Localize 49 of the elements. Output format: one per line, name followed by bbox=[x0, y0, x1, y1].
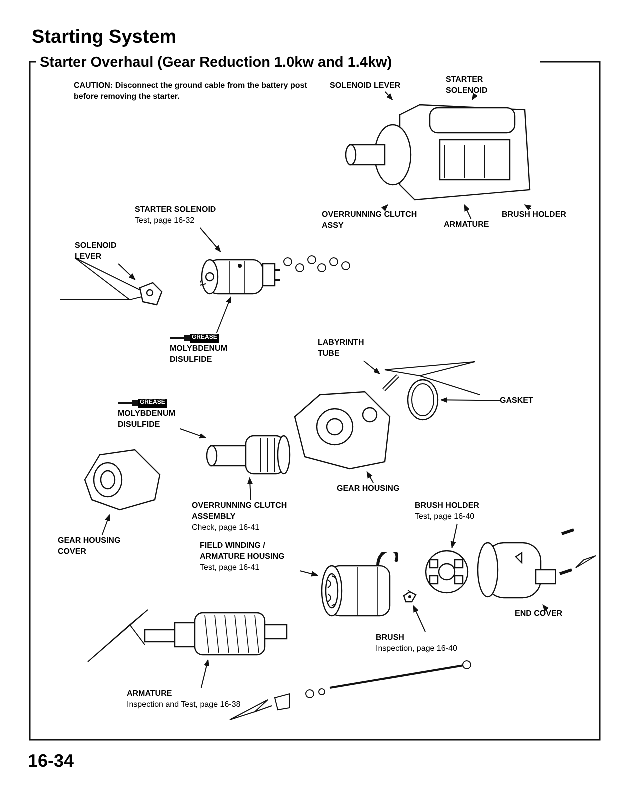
page-reference: Test, page 16-40 bbox=[415, 511, 476, 522]
page-number: 16-34 bbox=[28, 750, 76, 773]
part-name: MOLYBDENUM DISULFIDE bbox=[170, 343, 228, 365]
leader-line bbox=[381, 204, 388, 212]
page-reference: Test, page 16-41 bbox=[200, 562, 261, 573]
page-reference: Inspection, page 16-40 bbox=[376, 643, 458, 654]
leader-line bbox=[472, 93, 478, 101]
leader-line bbox=[200, 659, 210, 688]
page-reference: Inspection and Test, page 16-38 bbox=[127, 699, 242, 710]
page-reference: Check, page 16-41 bbox=[192, 522, 261, 533]
part-name: LABYRINTH TUBE bbox=[318, 337, 366, 359]
leader-line bbox=[247, 477, 253, 500]
part-name: GEAR HOUSING COVER bbox=[58, 535, 122, 557]
labyrinth-tube-drawing bbox=[380, 372, 402, 394]
part-name: SOLENOID LEVER bbox=[75, 240, 118, 262]
part-name: MOLYBDENUM DISULFIDE bbox=[118, 408, 176, 430]
leader-line bbox=[413, 605, 426, 632]
leader-line bbox=[450, 524, 458, 549]
gasket-drawing bbox=[405, 378, 441, 422]
leader-line bbox=[464, 204, 472, 220]
part-name: GEAR HOUSING bbox=[337, 483, 401, 494]
leader-line bbox=[180, 428, 207, 439]
part-name: GASKET bbox=[500, 395, 534, 406]
part-name: FIELD WINDING / ARMATURE HOUSING bbox=[200, 540, 286, 562]
part-name: ARMATURE bbox=[127, 688, 174, 699]
leader-line bbox=[118, 264, 136, 280]
part-name: END COVER bbox=[515, 608, 564, 619]
leader-line bbox=[440, 397, 500, 404]
part-name: OVERRUNNING CLUTCH ASSEMBLY bbox=[192, 500, 288, 522]
leader-line bbox=[216, 296, 232, 334]
leader-line bbox=[300, 570, 319, 577]
part-name: BRUSH HOLDER bbox=[415, 500, 480, 511]
leader-line bbox=[366, 471, 374, 484]
part-name: OVERRUNNING CLUTCH ASSY bbox=[322, 209, 418, 231]
page-title: Starting System bbox=[32, 28, 177, 47]
leader-line bbox=[363, 360, 381, 375]
part-name: BRUSH bbox=[376, 632, 406, 643]
leader-line bbox=[200, 228, 222, 253]
leader-line bbox=[524, 204, 532, 211]
part-name: STARTER SOLENOID bbox=[135, 204, 218, 215]
part-name: BRUSH HOLDER bbox=[502, 209, 568, 220]
part-name: ARMATURE bbox=[444, 219, 490, 230]
leader-line bbox=[542, 604, 550, 612]
caution-note: CAUTION: Disconnect the ground cable from the battery post before removing the starter. bbox=[74, 80, 308, 102]
part-name: STARTER SOLENOID bbox=[446, 74, 489, 96]
page-reference: Test, page 16-32 bbox=[135, 215, 196, 226]
leader-line bbox=[102, 514, 110, 536]
leader-line bbox=[384, 92, 394, 101]
part-name: SOLENOID LEVER bbox=[330, 80, 402, 91]
